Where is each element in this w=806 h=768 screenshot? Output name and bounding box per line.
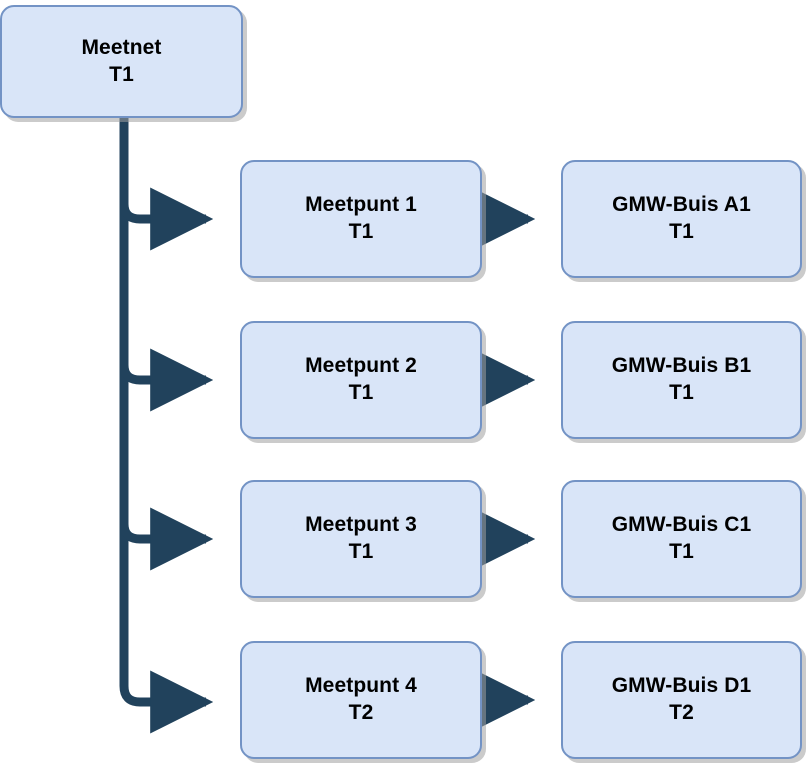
node-meetpunt-1[interactable]: Meetpunt 1 T1: [240, 160, 482, 278]
node-meetpunt-1-version: T1: [348, 220, 374, 243]
node-meetpunt-3-name: Meetpunt 3: [305, 513, 417, 537]
node-gmw-buis-d1-version: T2: [669, 701, 694, 724]
branch-connector-3: [119, 507, 214, 571]
node-gmw-buis-c1[interactable]: GMW-Buis C1 T1: [561, 480, 802, 598]
node-meetnet[interactable]: Meetnet T1: [0, 5, 243, 118]
branch-connector-1: [119, 187, 214, 251]
node-gmw-buis-c1-version: T1: [669, 540, 694, 563]
node-gmw-buis-c1-name: GMW-Buis C1: [611, 513, 752, 537]
node-gmw-buis-b1-name: GMW-Buis B1: [611, 354, 752, 378]
node-meetnet-name: Meetnet: [81, 35, 162, 59]
node-gmw-buis-a1-version: T1: [669, 220, 694, 243]
node-meetpunt-2-version: T1: [348, 381, 374, 404]
node-meetpunt-2-name: Meetpunt 2: [305, 354, 417, 378]
node-meetpunt-2[interactable]: Meetpunt 2 T1: [240, 321, 482, 439]
node-meetpunt-3-version: T1: [348, 540, 374, 563]
node-gmw-buis-b1-version: T1: [669, 381, 694, 404]
node-meetnet-version: T1: [109, 62, 134, 86]
trunk-connector: [119, 114, 214, 734]
node-gmw-buis-d1-name: GMW-Buis D1: [611, 674, 752, 698]
node-meetpunt-4-name: Meetpunt 4: [305, 674, 417, 698]
node-meetpunt-3[interactable]: Meetpunt 3 T1: [240, 480, 482, 598]
node-meetpunt-4-version: T2: [348, 701, 374, 724]
node-gmw-buis-a1-name: GMW-Buis A1: [612, 193, 751, 217]
node-gmw-buis-b1[interactable]: GMW-Buis B1 T1: [561, 321, 802, 439]
node-meetpunt-4[interactable]: Meetpunt 4 T2: [240, 641, 482, 759]
node-gmw-buis-a1[interactable]: GMW-Buis A1 T1: [561, 160, 802, 278]
node-meetpunt-1-name: Meetpunt 1: [305, 193, 417, 217]
branch-connector-2: [119, 348, 214, 412]
node-gmw-buis-d1[interactable]: GMW-Buis D1 T2: [561, 641, 802, 759]
